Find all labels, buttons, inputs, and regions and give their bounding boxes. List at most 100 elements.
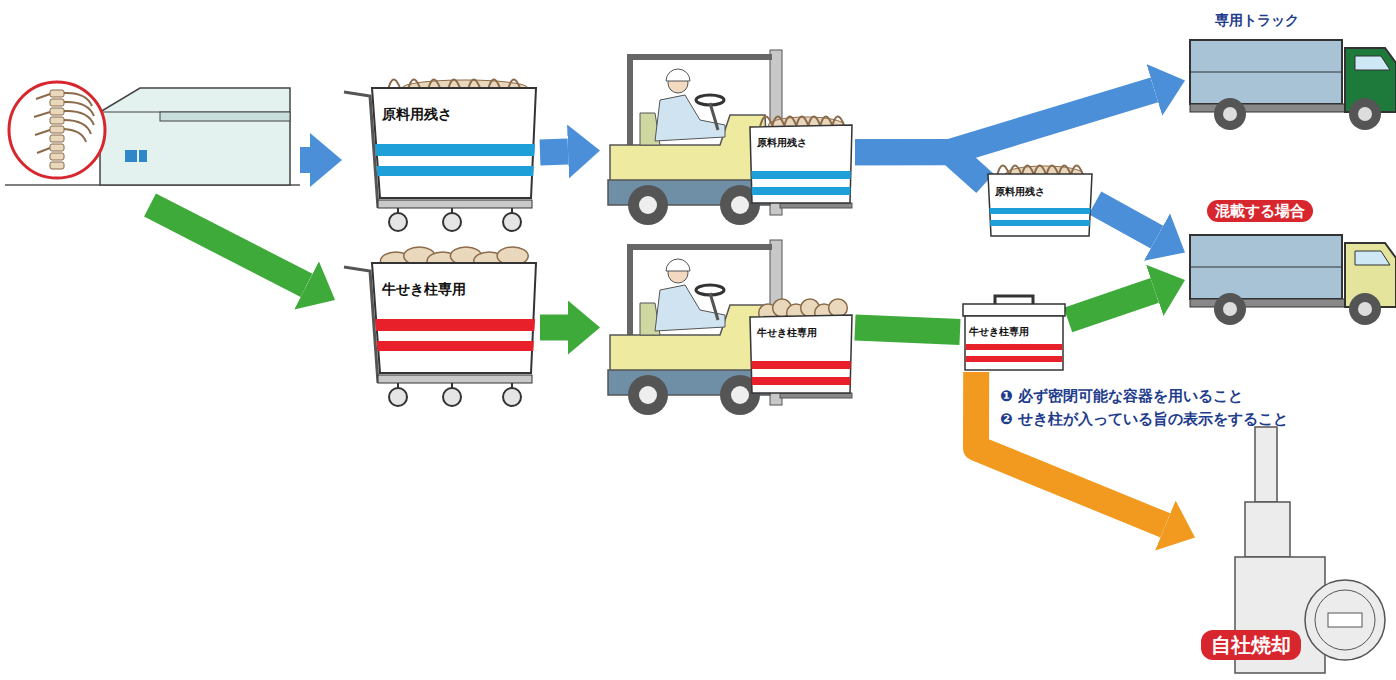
- waste-cart-drawing-part: [378, 200, 532, 208]
- mixed-load-truck-drawing-part-part: [1355, 251, 1390, 265]
- spine-cart-drawing-part: [375, 319, 535, 331]
- dedicated-truck-drawing-part-part: [1190, 40, 1342, 104]
- forklift-drawing-part: [751, 361, 851, 369]
- spine-icon-part: [50, 162, 64, 169]
- forklift-drawing-part: [750, 125, 852, 203]
- forklift-drawing-part: [731, 386, 749, 404]
- spine-cart-drawing-part: [377, 341, 534, 351]
- dedicated-truck: 専用トラック: [1185, 8, 1396, 133]
- forklift: 牛せき柱専用: [600, 235, 855, 420]
- mixed-load-truck-drawing-part: [1190, 235, 1396, 325]
- spine-cart-drawing-part: [372, 263, 536, 373]
- forklift-drawing-part: [752, 377, 851, 385]
- forklift-drawing-part: [751, 171, 851, 179]
- note-text: ❶ 必ず密閉可能な容器を用いること: [1000, 385, 1288, 408]
- spine-icon-part: [50, 144, 64, 151]
- mixed-load-truck-drawing-part-part: [1358, 302, 1372, 316]
- waste-bin-drawing: [985, 160, 1095, 238]
- incinerator: 自社焼却: [1195, 425, 1390, 675]
- forklift-drawing-part: [750, 315, 852, 393]
- mixed-load-truck-drawing-part-part: [1190, 235, 1342, 299]
- note-text: ❷ せき柱が入っている旨の表示をすること: [1000, 408, 1288, 431]
- spine-icon-part: [50, 153, 64, 160]
- incinerator-drawing-part: [1305, 580, 1385, 660]
- slaughterhouse-building-part: [125, 150, 137, 162]
- waste-cart-drawing-part: [377, 166, 534, 176]
- forklift-drawing-part: [655, 285, 725, 331]
- flow-arrow: [300, 147, 310, 173]
- forklift-drawing-part: [760, 116, 772, 127]
- flow-arrow: [150, 205, 307, 285]
- badge-label: 自社焼却: [1201, 630, 1301, 660]
- waste-bin-drawing-part: [989, 208, 1090, 214]
- spine-icon: [9, 82, 105, 178]
- incinerator-drawing-part: [1328, 613, 1362, 627]
- dedicated-truck-drawing-part: [1190, 40, 1396, 130]
- slaughterhouse-building-part: [160, 112, 290, 121]
- mixed-load-truck-drawing-part-part: [1214, 293, 1246, 325]
- forklift-drawing-part: [710, 103, 718, 130]
- mixed-load-truck-drawing-part-part: [1349, 293, 1381, 325]
- container-label: 牛せき柱専用: [757, 327, 817, 339]
- forklift-drawing-part: [829, 299, 848, 317]
- forklift-drawing-part: [628, 185, 668, 225]
- spine-icon-part: [50, 135, 64, 142]
- spine-icon-part: [50, 99, 64, 106]
- mixed-load-truck: 混載する場合: [1185, 195, 1396, 320]
- forklift-drawing-part: [639, 386, 657, 404]
- sealed-container-drawing-part: [966, 344, 1062, 350]
- flow-arrow: [540, 315, 568, 341]
- cart-label: 牛せき柱専用: [382, 281, 466, 298]
- waste-bin: 原料用残さ: [985, 160, 1095, 238]
- spine-icon-part: [34, 112, 50, 117]
- slaughterhouse-building-part: [139, 150, 147, 162]
- spine-icon-part: [64, 129, 86, 142]
- waste-cart-drawing-part: [443, 213, 461, 231]
- flow-arrow: [540, 139, 568, 166]
- waste-bin-drawing-part: [990, 220, 1090, 226]
- waste-cart-drawing-part: [372, 88, 536, 198]
- sealed-container-drawing-part: [995, 296, 1033, 304]
- spine-cart-drawing: [340, 245, 540, 410]
- forklift-drawing-part: [639, 196, 657, 214]
- forklift-drawing-part: [628, 375, 668, 415]
- spine-icon-part: [35, 130, 50, 135]
- flow-arrow: [855, 152, 985, 183]
- sealed-container-drawing-part: [965, 316, 1063, 370]
- badge-label: 混載する場合: [1207, 200, 1313, 222]
- spine-icon-part: [50, 90, 64, 97]
- waste-cart-drawing-part: [375, 144, 535, 156]
- incinerator-drawing-part: [1315, 590, 1375, 650]
- spine-icon-part: [64, 102, 94, 116]
- forklift-drawing-part: [752, 187, 851, 195]
- incinerator-drawing-part: [1245, 502, 1290, 557]
- mixed-load-truck-drawing-part-part: [1190, 267, 1342, 268]
- slaughterhouse-building-part: [100, 88, 290, 185]
- forklift-drawing-part: [655, 95, 725, 141]
- spine-icon-part: [37, 148, 50, 153]
- truck-heading: 専用トラック: [1215, 12, 1299, 29]
- waste-cart-drawing: [340, 70, 540, 235]
- sealed-container-drawing-part: [966, 356, 1062, 362]
- notes: ❶ 必ず密閉可能な容器を用いること❷ せき柱が入っている旨の表示をすること: [1000, 385, 1288, 430]
- spine-icon-part: [36, 94, 50, 99]
- flow-arrow: [1095, 203, 1157, 237]
- forklift-drawing-part: [772, 116, 784, 127]
- spine-icon-part: [50, 108, 64, 115]
- container-label: 原料用残さ: [757, 137, 807, 149]
- dedicated-truck-drawing-part-part: [1355, 56, 1390, 70]
- dedicated-truck-drawing-part-part: [1349, 98, 1381, 130]
- waste-bin-drawing-part: [988, 174, 1092, 236]
- sealed-container-drawing-part: [963, 304, 1065, 316]
- container-label: 原料用残さ: [995, 186, 1045, 198]
- sealed-container: 牛せき柱専用: [960, 292, 1068, 372]
- spine-icon-part: [50, 126, 64, 133]
- forklift-drawing-part: [666, 259, 690, 271]
- spine-cart-drawing-part: [503, 388, 521, 406]
- forklift-drawing: [600, 45, 855, 230]
- spine-cart: 牛せき柱専用: [340, 245, 540, 410]
- forklift: 原料用残さ: [600, 45, 855, 230]
- mixed-load-truck-drawing-part-part: [1223, 302, 1237, 316]
- dedicated-truck-drawing-part-part: [1358, 107, 1372, 121]
